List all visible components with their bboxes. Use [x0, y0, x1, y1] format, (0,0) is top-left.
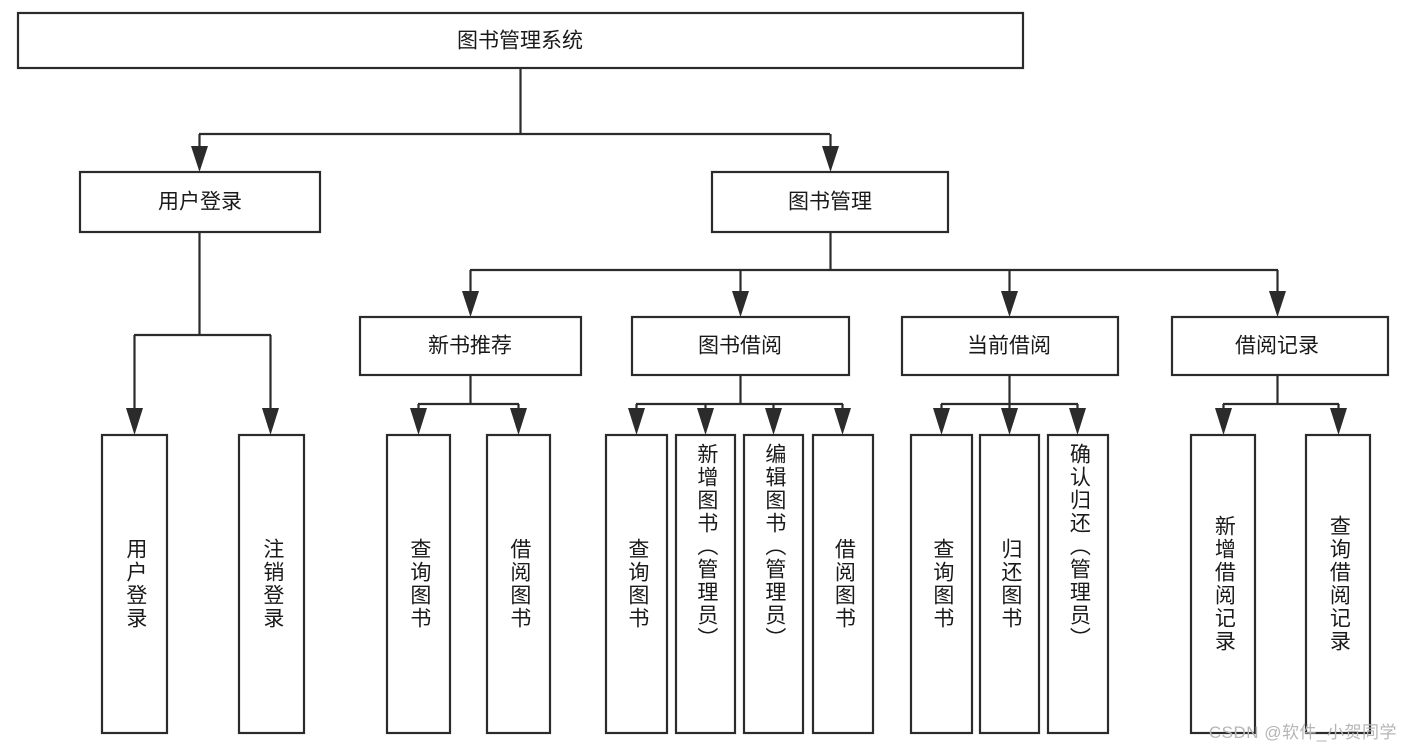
- node-leaf-confirm-return[interactable]: [1046, 433, 1110, 735]
- csdn-watermark: CSDN @软件_小贺同学: [1208, 723, 1397, 742]
- node-book-borrow[interactable]: [630, 315, 851, 377]
- node-leaf-query-record[interactable]: [1304, 433, 1372, 735]
- node-current-borrow-label: 当前借阅: [967, 335, 1051, 358]
- arrow-head-leaf-borrow-book-2: [834, 408, 851, 435]
- arrow-head-leaf-confirm-return: [1069, 408, 1086, 435]
- arrow-head-leaf-edit-book: [765, 408, 782, 435]
- arrow-head-user-login: [191, 146, 208, 172]
- arrow-head-leaf-user-login: [126, 408, 143, 435]
- node-book-management-label: 图书管理: [788, 191, 872, 214]
- node-new-book-recommend[interactable]: [358, 315, 583, 377]
- arrow-head-leaf-borrow-book-1: [510, 408, 527, 435]
- arrow-head-borrow-record: [1269, 291, 1286, 317]
- arrow-head-book-management: [822, 146, 839, 172]
- node-root[interactable]: [16, 11, 1025, 70]
- node-layer: 图书管理系统 用户登录 图书管理 新书推荐 图书借阅 当前借阅 借阅记录: [16, 11, 1390, 735]
- arrow-head-leaf-logout: [262, 408, 279, 435]
- arrow-head-leaf-query-book-2: [628, 408, 645, 435]
- node-book-management[interactable]: [710, 170, 950, 234]
- node-user-login-label: 用户登录: [158, 191, 242, 214]
- node-leaf-query-book-3[interactable]: [909, 433, 974, 735]
- node-root-label: 图书管理系统: [457, 30, 583, 53]
- arrow-head-current-borrow: [1001, 291, 1018, 317]
- node-leaf-borrow-book-1[interactable]: [485, 433, 552, 735]
- arrow-head-leaf-query-book-1: [410, 408, 427, 435]
- arrow-head-leaf-add-book: [697, 408, 714, 435]
- node-leaf-query-book-2[interactable]: [604, 433, 669, 735]
- node-leaf-add-record[interactable]: [1189, 433, 1257, 735]
- node-leaf-query-book-1[interactable]: [385, 433, 452, 735]
- node-borrow-record[interactable]: [1170, 315, 1390, 377]
- node-new-book-recommend-label: 新书推荐: [428, 335, 512, 358]
- node-current-borrow[interactable]: [900, 315, 1120, 377]
- arrow-head-book-borrow: [732, 291, 749, 317]
- connector-layer: [126, 68, 1347, 435]
- node-leaf-add-book[interactable]: [674, 433, 737, 735]
- node-leaf-logout[interactable]: [237, 433, 306, 735]
- node-book-borrow-label: 图书借阅: [698, 335, 782, 358]
- node-leaf-return-book[interactable]: [978, 433, 1041, 735]
- arrow-head-leaf-add-record: [1215, 408, 1232, 435]
- arrow-head-new-book-recommend: [462, 291, 479, 317]
- node-leaf-user-login[interactable]: [100, 433, 169, 735]
- node-borrow-record-label: 借阅记录: [1235, 335, 1319, 358]
- node-user-login[interactable]: [78, 170, 322, 234]
- arrow-head-leaf-return-book: [1001, 408, 1018, 435]
- arrow-head-leaf-query-book-3: [933, 408, 950, 435]
- node-leaf-borrow-book-2[interactable]: [811, 433, 875, 735]
- arrow-head-leaf-query-record: [1330, 408, 1347, 435]
- node-leaf-edit-book[interactable]: [742, 433, 805, 735]
